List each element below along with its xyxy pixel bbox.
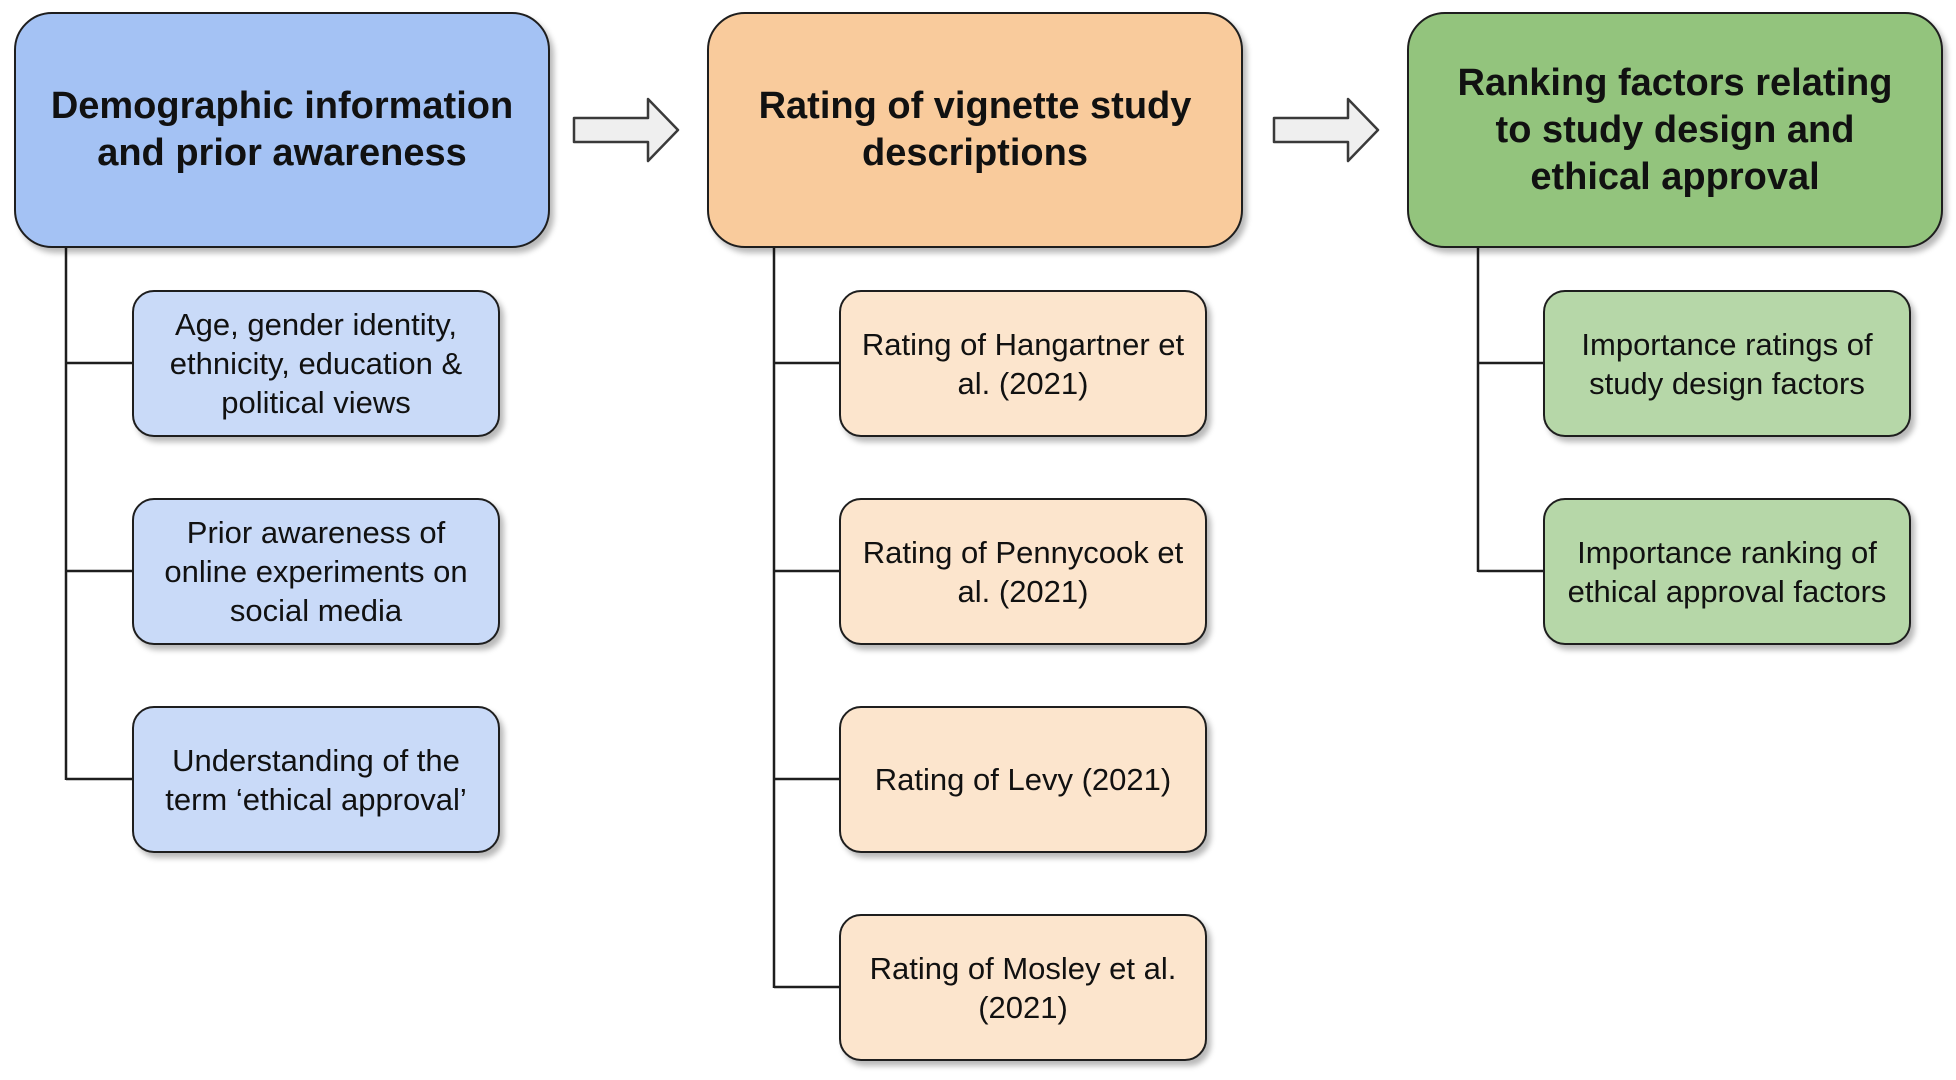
hangartner-rating-item-box: Rating of Hangartner et al. (2021)	[839, 290, 1207, 437]
stage-ranking-factors-box: Ranking factors relating to study design…	[1407, 12, 1943, 248]
demographics-item-box: Age, gender identity, ethnicity, educati…	[132, 290, 500, 437]
tree-connector-demographics	[64, 248, 132, 781]
tree-connector-ranking	[1476, 248, 1543, 573]
item-label: Rating of Mosley et al. (2021)	[869, 950, 1177, 1025]
stage-title: Rating of vignette study descriptions	[758, 85, 1192, 174]
pennycook-rating-item-box: Rating of Pennycook et al. (2021)	[839, 498, 1207, 645]
item-label: Prior awareness of online experiments on…	[164, 515, 468, 628]
stage-title: Ranking factors relating to study design…	[1457, 61, 1893, 198]
tree-connector-vignettes	[772, 248, 839, 989]
item-label: Rating of Pennycook et al. (2021)	[862, 534, 1184, 609]
item-label: Importance ratings of study design facto…	[1581, 326, 1873, 401]
right-block-arrow-icon	[1272, 97, 1380, 163]
mosley-rating-item-box: Rating of Mosley et al. (2021)	[839, 914, 1207, 1061]
levy-rating-item-box: Rating of Levy (2021)	[839, 706, 1207, 853]
item-label: Importance ranking of ethical approval f…	[1567, 534, 1887, 609]
item-label: Rating of Hangartner et al. (2021)	[861, 326, 1185, 401]
study-design-importance-item-box: Importance ratings of study design facto…	[1543, 290, 1911, 437]
ethical-approval-ranking-item-box: Importance ranking of ethical approval f…	[1543, 498, 1911, 645]
item-label: Age, gender identity, ethnicity, educati…	[169, 307, 463, 420]
stage-vignette-rating-box: Rating of vignette study descriptions	[707, 12, 1243, 248]
stage-title: Demographic information and prior awaren…	[50, 85, 514, 174]
item-label: Understanding of the term ‘ethical appro…	[165, 742, 467, 817]
prior-awareness-item-box: Prior awareness of online experiments on…	[132, 498, 500, 645]
stage-demographics-box: Demographic information and prior awaren…	[14, 12, 550, 248]
item-label: Rating of Levy (2021)	[874, 762, 1172, 797]
right-block-arrow-icon	[572, 97, 680, 163]
ethical-approval-understanding-item-box: Understanding of the term ‘ethical appro…	[132, 706, 500, 853]
